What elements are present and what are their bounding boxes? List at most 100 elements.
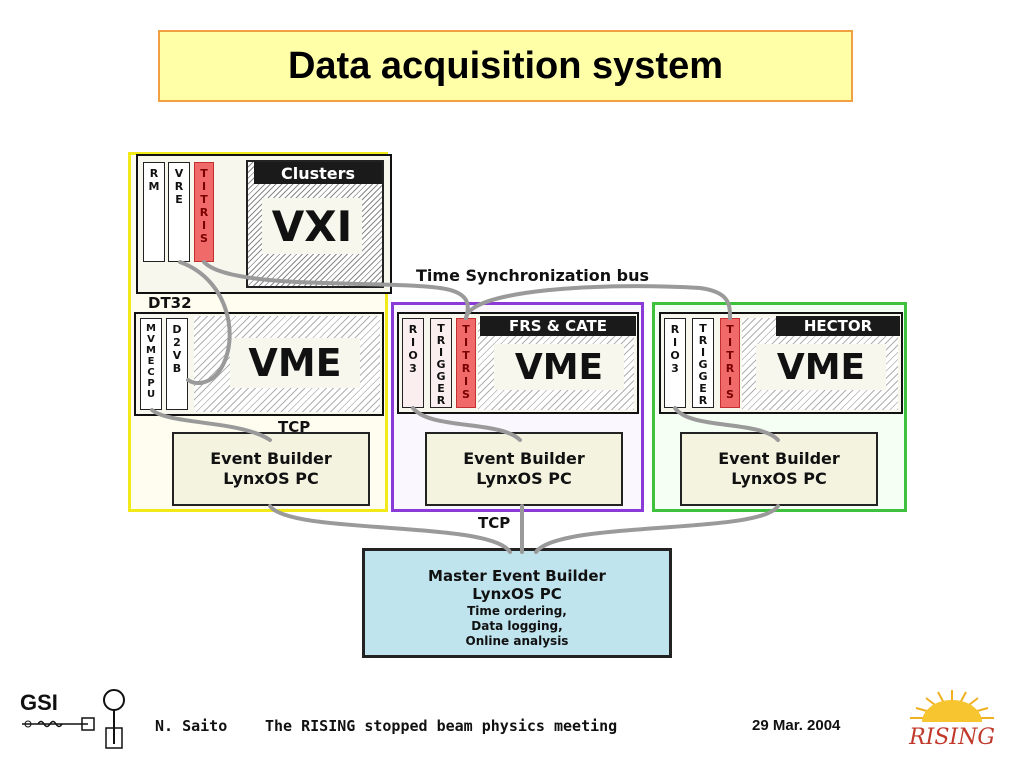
event-builder-1-line2: LynxOS PC — [223, 469, 319, 488]
module-letter: B — [172, 362, 182, 375]
master-line3: Time ordering, — [467, 604, 567, 618]
module-letter: R — [461, 362, 471, 375]
event-builder-3: Event Builder LynxOS PC — [680, 432, 878, 506]
frs-cate-label: FRS & CATE — [480, 316, 636, 336]
time-sync-bus-label: Time Synchronization bus — [412, 266, 654, 285]
module-letter: S — [462, 388, 470, 401]
page-title: Data acquisition system — [287, 44, 724, 87]
event-builder-2: Event Builder LynxOS PC — [425, 432, 623, 506]
gsi-logo: GSI — [18, 684, 130, 754]
clusters-label: Clusters — [254, 162, 382, 184]
module-letter: R — [149, 167, 159, 180]
hector-label: HECTOR — [776, 316, 900, 336]
module-letter: T — [726, 323, 734, 336]
dt32-label: DT32 — [148, 294, 192, 312]
module-letter: T — [699, 322, 707, 335]
frs-vme-name: VME — [494, 344, 624, 390]
module-letter: E — [699, 382, 707, 395]
module-letter: S — [726, 388, 734, 401]
gsi-logo-text: GSI — [20, 690, 58, 715]
module-letter: G — [698, 358, 708, 371]
module-letter: V — [147, 334, 155, 345]
module-letter: 3 — [409, 362, 417, 375]
event-builder-2-line1: Event Builder — [463, 449, 585, 468]
module-letter: C — [147, 367, 155, 378]
title-box: Data acquisition system — [158, 30, 853, 102]
master-line2: LynxOS PC — [472, 585, 562, 603]
module-letter: 2 — [173, 336, 181, 349]
module-letter: R — [670, 323, 680, 336]
master-line5: Online analysis — [465, 634, 569, 648]
module-letter: I — [700, 346, 706, 359]
hector-vme-name: VME — [756, 344, 886, 390]
module-letter: M — [148, 180, 160, 193]
footer-meeting: The RISING stopped beam physics meeting — [265, 717, 618, 735]
event-builder-3-line2: LynxOS PC — [731, 469, 827, 488]
module-letter: I — [463, 375, 469, 388]
event-builder-1: Event Builder LynxOS PC — [172, 432, 370, 506]
master-event-builder: Master Event Builder LynxOS PC Time orde… — [362, 548, 672, 658]
footer-presenter: N. Saito — [155, 717, 228, 735]
module-letter: I — [201, 180, 207, 193]
rising-logo-text: RISING — [908, 725, 995, 750]
module-letter: R — [408, 323, 418, 336]
module-letter: M — [146, 345, 156, 356]
module-letter: I — [727, 375, 733, 388]
module-letter: R — [725, 362, 735, 375]
wire-eb1-master — [268, 504, 512, 554]
master-line4: Data logging, — [471, 619, 563, 633]
module-letter: P — [147, 378, 155, 389]
module-letter: I — [672, 336, 678, 349]
rising-logo: RISING — [900, 688, 1004, 754]
module-letter: R — [698, 394, 708, 407]
module-letter: T — [200, 193, 208, 206]
tcp-label-upper: TCP — [278, 418, 311, 436]
module-letter: T — [462, 349, 470, 362]
module-letter: O — [670, 349, 680, 362]
module-letter: O — [408, 349, 418, 362]
module-letter: V — [172, 349, 182, 362]
module-letter: V — [174, 167, 184, 180]
gsi-logo-graphic: GSI — [20, 689, 125, 749]
module-letter: T — [726, 349, 734, 362]
tcp-label-lower: TCP — [478, 514, 511, 532]
module-letter: R — [436, 334, 446, 347]
module-letter: T — [200, 167, 208, 180]
module-letter: G — [698, 370, 708, 383]
module-letter: R — [698, 334, 708, 347]
master-line1: Master Event Builder — [428, 567, 606, 585]
module-letter: E — [175, 193, 183, 206]
module-letter: I — [438, 346, 444, 359]
module-letter: D — [172, 323, 182, 336]
vxi-name: VXI — [262, 198, 362, 254]
module-letter: I — [201, 219, 207, 232]
module-letter: I — [410, 336, 416, 349]
module-letter: R — [436, 394, 446, 407]
module-letter: T — [437, 322, 445, 335]
module-letter: G — [436, 370, 446, 383]
module-letter: R — [199, 206, 209, 219]
vme-main-name: VME — [230, 338, 360, 388]
wire-eb3-master — [534, 504, 780, 554]
event-builder-3-line1: Event Builder — [718, 449, 840, 468]
rising-logo-graphic: RISING — [908, 690, 995, 750]
module-letter: E — [437, 382, 445, 395]
module-letter: G — [436, 358, 446, 371]
module-letter: S — [200, 232, 208, 245]
event-builder-2-line2: LynxOS PC — [476, 469, 572, 488]
module-letter: I — [727, 336, 733, 349]
footer-date: 29 Mar. 2004 — [752, 717, 841, 734]
module-letter: I — [463, 336, 469, 349]
module-letter: M — [146, 323, 156, 334]
module-letter: U — [146, 389, 156, 400]
module-letter: 3 — [671, 362, 679, 375]
